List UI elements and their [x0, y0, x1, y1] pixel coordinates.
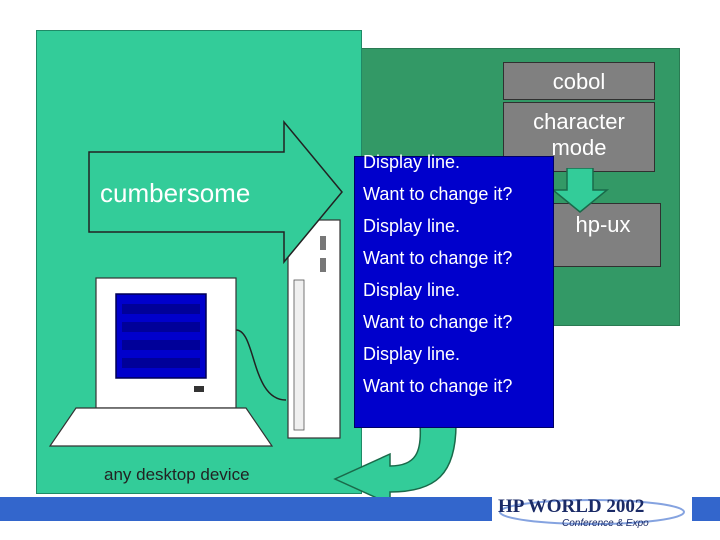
cumbersome-label: cumbersome: [100, 178, 251, 208]
terminal-line: Want to change it?: [363, 184, 513, 204]
terminal-line: Want to change it?: [363, 376, 513, 396]
terminal-line: Display line.: [363, 152, 461, 172]
terminal-line: Display line.: [363, 344, 461, 364]
logo-main-text: HP WORLD 2002: [498, 496, 644, 517]
down-arrow-icon: [550, 168, 610, 213]
logo-sub-text: Conference & Expo: [562, 518, 649, 529]
character-mode-label: character mode: [533, 109, 625, 160]
terminal-line: Display line.: [363, 280, 461, 300]
cobol-box: cobol: [503, 62, 655, 100]
terminal-line: Display line.: [363, 216, 461, 236]
logo-swoosh-icon: HP WORLD 2002 Conference & Expo: [498, 496, 685, 529]
hpux-label: hp-ux: [575, 212, 631, 237]
cumbersome-arrow-icon: [88, 120, 343, 264]
return-arrow-icon: [333, 423, 457, 506]
desktop-device-label: any desktop device: [104, 465, 250, 484]
terminal-line: Want to change it?: [363, 248, 513, 268]
desktop-computer-icon: [48, 219, 341, 447]
cobol-label: cobol: [552, 69, 606, 94]
terminal-line: Want to change it?: [363, 312, 513, 332]
hp-world-logo: HP WORLD 2002 Conference & Expo: [492, 490, 692, 530]
terminal-window: Display line. Want to change it? Display…: [354, 152, 554, 428]
hpux-box: hp-ux: [545, 203, 661, 267]
